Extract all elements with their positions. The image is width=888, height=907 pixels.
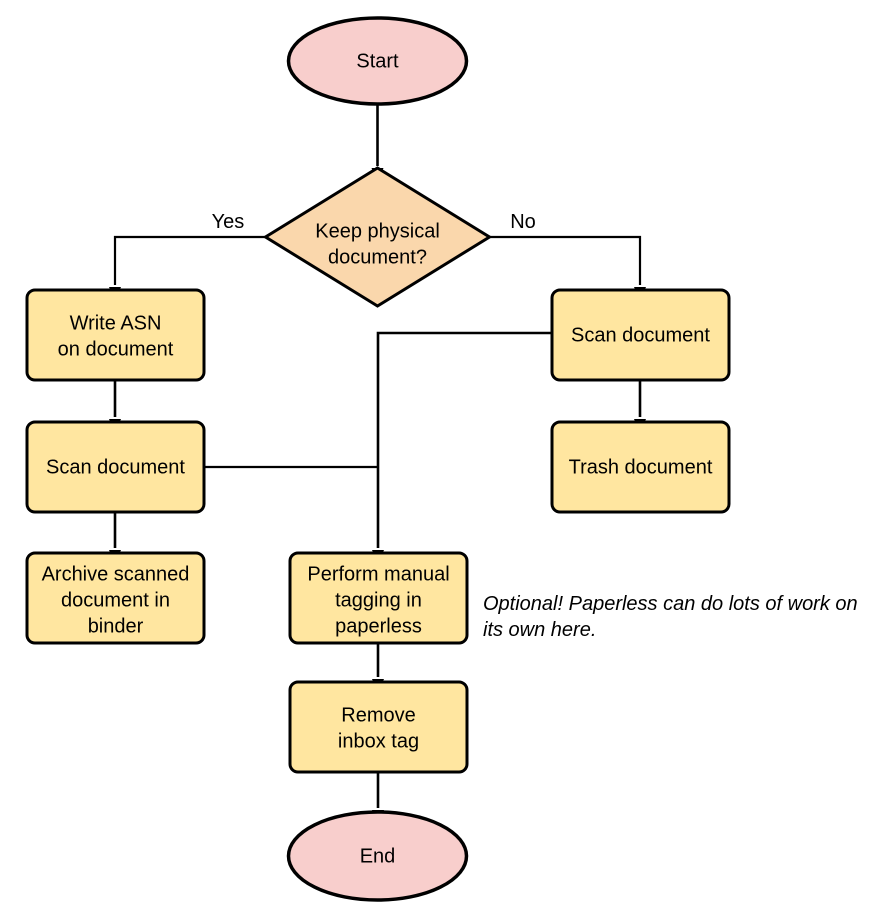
end-label: End <box>360 845 396 867</box>
annotation-line1: Optional! Paperless can do lots of work … <box>483 593 858 615</box>
tagging-label-line2: tagging in <box>335 589 422 611</box>
process-rect-shape <box>288 680 469 774</box>
decision-label-line1: Keep physical <box>315 220 440 242</box>
edge-line <box>113 235 265 285</box>
archive-label-line1: Archive scanned <box>42 563 190 585</box>
node-perform-manual-tagging-in-paperless[interactable]: Perform manual tagging in paperless <box>288 551 469 645</box>
tagging-label-line3: paperless <box>335 615 422 637</box>
start-ellipse-shape <box>286 16 469 106</box>
archive-label-line3: binder <box>88 615 144 637</box>
node-keep-physical-document[interactable]: Keep physical document? <box>262 166 493 308</box>
start-label: Start <box>356 50 399 72</box>
process-rect-shape <box>25 288 206 382</box>
node-layer: Start Keep physical document? Write ASN … <box>25 16 731 902</box>
node-start[interactable]: Start <box>286 16 469 106</box>
node-trash-document[interactable]: Trash document <box>550 420 731 514</box>
write-asn-label-line1: Write ASN <box>70 312 162 334</box>
node-end[interactable]: End <box>286 810 469 902</box>
annotation-optional-note: Optional! Paperless can do lots of work … <box>483 593 858 641</box>
edge-line <box>490 235 642 285</box>
edge-label-yes: Yes <box>212 211 245 233</box>
node-scan-document-right[interactable]: Scan document <box>550 288 731 382</box>
node-scan-document-left[interactable]: Scan document <box>25 420 206 514</box>
scan-document-left-label: Scan document <box>46 456 185 478</box>
edge-decision-no: No <box>490 211 646 301</box>
decision-label-line2: document? <box>328 246 427 268</box>
process-rect-shape <box>25 420 206 514</box>
remove-inbox-tag-label-line1: Remove <box>341 704 415 726</box>
process-rect-shape <box>550 288 731 382</box>
process-rect-shape <box>550 420 731 514</box>
node-archive-scanned-document-in-binder[interactable]: Archive scanned document in binder <box>25 551 206 645</box>
node-write-asn-on-document[interactable]: Write ASN on document <box>25 288 206 382</box>
annotation-line2: its own here. <box>483 619 596 641</box>
decision-diamond-shape <box>262 166 493 308</box>
process-rect-shape <box>288 551 469 645</box>
trash-document-label: Trash document <box>569 456 713 478</box>
scan-document-right-label: Scan document <box>571 324 710 346</box>
node-remove-inbox-tag[interactable]: Remove inbox tag <box>288 680 469 774</box>
tagging-label-line1: Perform manual <box>307 563 449 585</box>
write-asn-label-line2: on document <box>58 338 174 360</box>
edge-decision-yes: Yes <box>109 211 265 301</box>
process-rect-shape <box>25 551 206 645</box>
end-ellipse-shape <box>286 810 469 902</box>
edge-line <box>376 331 552 548</box>
remove-inbox-tag-label-line2: inbox tag <box>338 730 419 752</box>
edge-label-no: No <box>510 211 536 233</box>
edge-scan-right-to-tagging <box>372 331 552 564</box>
archive-label-line2: document in <box>61 589 170 611</box>
